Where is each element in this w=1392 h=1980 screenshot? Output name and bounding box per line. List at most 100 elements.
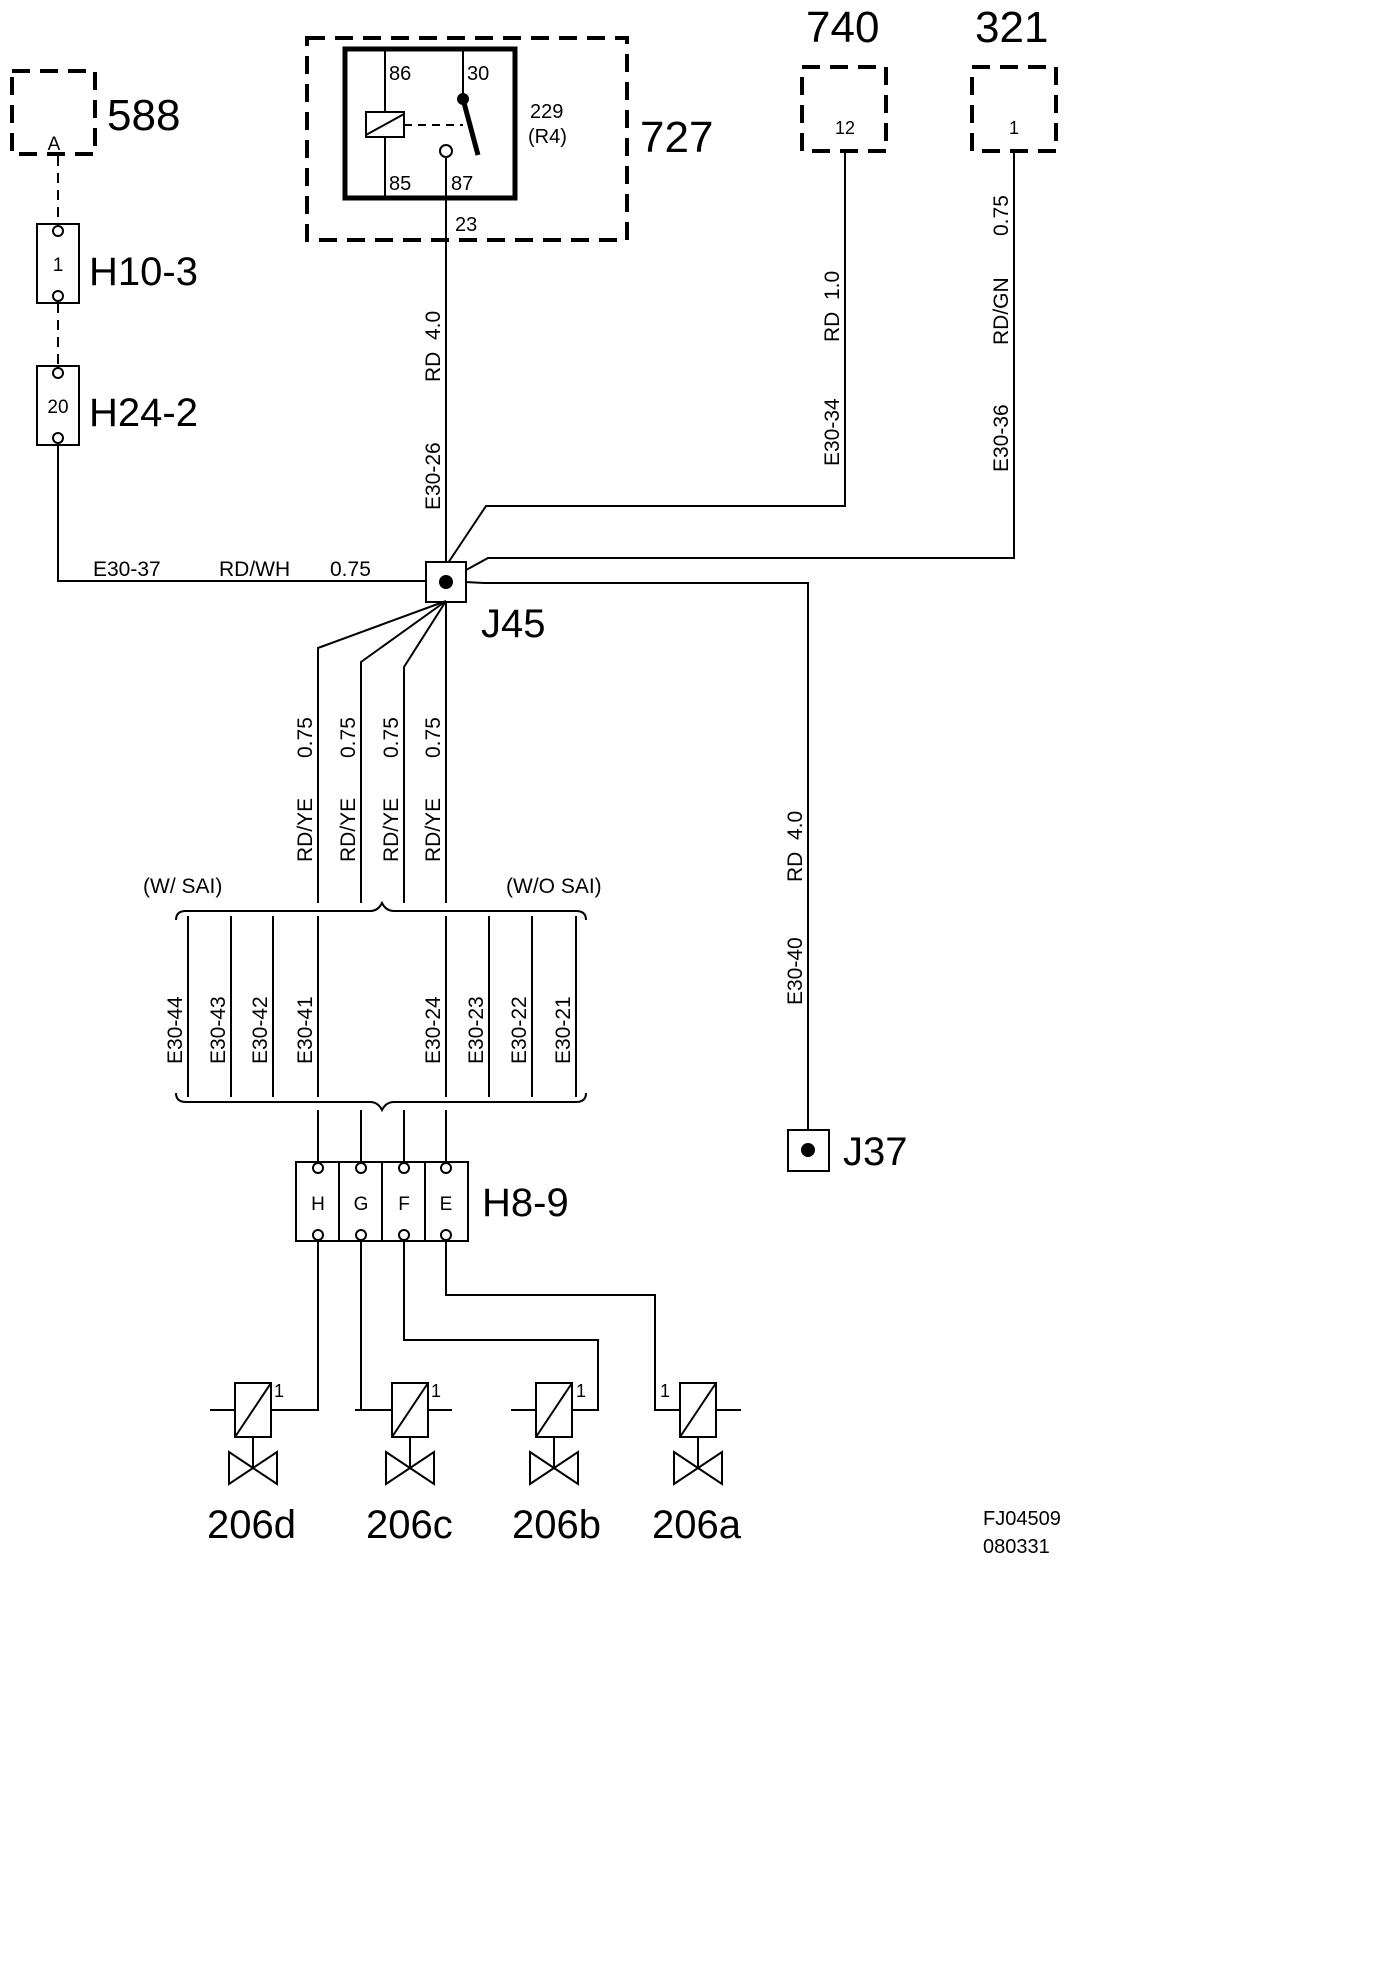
injector-206d-label: 206d	[207, 1503, 296, 1547]
connector-h8-9-pin-e: E	[440, 1194, 453, 1215]
component-740-label: 740	[806, 3, 879, 52]
connector-h24-2-label: H24-2	[89, 391, 198, 435]
wire-e30-37-circuit: E30-37	[93, 558, 161, 581]
injector-206a-pin: 1	[660, 1381, 670, 1401]
wire-e30-40-circuit: E30-40	[784, 937, 807, 1005]
injector-206b-label: 206b	[512, 1503, 601, 1547]
connector-h24-2-pin: 20	[47, 397, 68, 418]
wire-e30-34	[445, 151, 846, 567]
injector-206c: 1 206c	[355, 1381, 453, 1547]
connector-h8-9-pin-g: G	[354, 1194, 369, 1215]
connector-h8-9: H G F E H8-9	[295, 1161, 569, 1242]
component-588-box	[10, 69, 97, 156]
wire-h-to-206d	[272, 1241, 319, 1411]
branch-wire-1	[317, 600, 447, 903]
wire-f-to-206b	[403, 1241, 599, 1411]
branch-wire-4-color: RD/YE	[422, 798, 445, 862]
connector-h24-2: 20 H24-2	[36, 365, 198, 446]
wire-e30-34-circuit: E30-34	[821, 398, 844, 466]
wire-e-to-206a	[445, 1241, 680, 1411]
junction-j45-label: J45	[481, 602, 546, 646]
connector-h8-9-pin-f: F	[398, 1194, 410, 1215]
valve-icon	[673, 1450, 723, 1486]
drawing-id: FJ04509	[983, 1508, 1061, 1530]
injector-206a-label: 206a	[652, 1503, 742, 1547]
wire-e30-26-circuit: E30-26	[422, 442, 445, 510]
wire-e30-37	[57, 445, 446, 582]
branch-wire-4-size: 0.75	[422, 717, 445, 758]
circuit-e30-41: E30-41	[294, 996, 317, 1064]
component-588-label: 588	[107, 91, 180, 140]
component-727-label: 727	[640, 113, 713, 162]
relay-output-pin: 23	[455, 214, 477, 236]
branch-wire-3-size: 0.75	[380, 717, 403, 758]
wire-e30-37-color: RD/WH	[219, 558, 290, 581]
injector-206c-pin: 1	[431, 1381, 441, 1401]
branch-wire-2-color: RD/YE	[337, 798, 360, 862]
wire-e30-40-size: 4.0	[784, 811, 807, 840]
component-321-label: 321	[975, 3, 1048, 52]
relay-ref: (R4)	[528, 126, 567, 148]
wire-e30-36-circuit: E30-36	[990, 404, 1013, 472]
connector-h8-9-label: H8-9	[482, 1181, 569, 1225]
branch-wire-1-color: RD/YE	[294, 798, 317, 862]
wire-e30-26-size: 4.0	[422, 311, 445, 340]
relay-pin-86: 86	[389, 63, 411, 85]
circuit-e30-43: E30-43	[207, 996, 230, 1064]
connector-h8-9-pin-h: H	[311, 1194, 325, 1215]
injector-206c-label: 206c	[366, 1503, 453, 1547]
branch-wire-1-size: 0.75	[294, 717, 317, 758]
connector-h10-3-pin: 1	[53, 255, 64, 276]
component-588-pin: A	[48, 134, 61, 155]
branch-wire-3-color: RD/YE	[380, 798, 403, 862]
injector-206a: 1 206a	[652, 1381, 742, 1547]
connector-h10-3-label: H10-3	[89, 250, 198, 294]
wire-e30-34-size: 1.0	[821, 271, 844, 300]
connector-h10-3: 1 H10-3	[36, 223, 198, 304]
wire-e30-26-color: RD	[422, 352, 445, 382]
top-brace	[175, 900, 587, 921]
relay-id: 229	[530, 101, 563, 123]
component-727: 86 30 85 87 229 (R4) 23 727	[305, 36, 713, 242]
wire-e30-36-color: RD/GN	[990, 277, 1013, 345]
variant-circuit-lines	[187, 916, 577, 1097]
variant-with-sai: (W/ SAI)	[143, 875, 222, 898]
relay-switch-contact	[460, 98, 481, 156]
component-727-box	[305, 36, 629, 242]
variant-without-sai: (W/O SAI)	[506, 875, 602, 898]
drawing-date: 080331	[983, 1536, 1050, 1558]
injector-206b-pin: 1	[576, 1381, 586, 1401]
wire-g-to-206c	[360, 1241, 392, 1411]
branch-wire-3	[403, 600, 447, 903]
junction-j37: J37	[787, 1129, 908, 1174]
injector-206d-pin: 1	[274, 1381, 284, 1401]
wire-e30-40-color: RD	[784, 852, 807, 882]
component-740-box	[800, 65, 888, 153]
relay-pin-30: 30	[467, 63, 489, 85]
wire-e30-36-size: 0.75	[990, 195, 1013, 236]
circuit-e30-24: E30-24	[422, 996, 445, 1064]
branch-wire-2-size: 0.75	[337, 717, 360, 758]
wiring-diagram: A 588 1 H10-3 20 H24-2 E30-37 RD/WH 0.75	[10, 3, 1061, 1558]
component-740-pin: 12	[835, 118, 855, 138]
bottom-brace	[175, 1092, 587, 1113]
circuit-e30-22: E30-22	[508, 996, 531, 1064]
valve-icon	[228, 1450, 278, 1486]
wire-e30-40	[445, 580, 809, 1130]
circuit-e30-23: E30-23	[465, 996, 488, 1064]
valve-icon	[385, 1450, 435, 1486]
injector-206b: 1 206b	[511, 1381, 601, 1547]
relay-229-frame	[342, 46, 518, 201]
wire-e30-34-color: RD	[821, 312, 844, 342]
circuit-e30-42: E30-42	[249, 996, 272, 1064]
valve-icon	[529, 1450, 579, 1486]
component-740: 12 740	[800, 3, 888, 153]
component-321: 1 321	[970, 3, 1058, 153]
circuit-e30-44: E30-44	[164, 996, 187, 1064]
component-321-pin: 1	[1009, 118, 1019, 138]
injector-206d: 1 206d	[207, 1381, 296, 1547]
junction-j37-label: J37	[843, 1130, 908, 1174]
relay-pin-85: 85	[389, 173, 411, 195]
wire-e30-36	[445, 151, 1015, 582]
junction-j45: J45	[425, 561, 546, 646]
